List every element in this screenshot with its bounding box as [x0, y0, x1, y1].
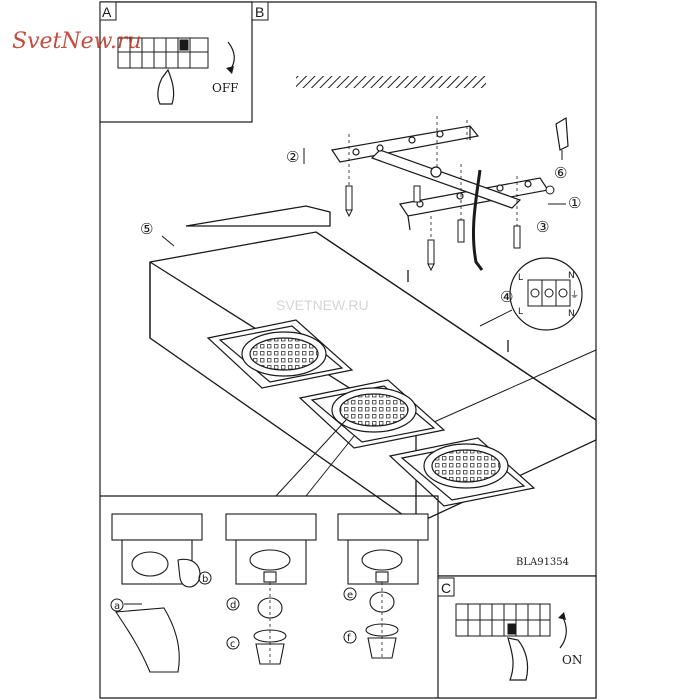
step-3-number: ③ [536, 218, 549, 236]
mounting-bracket [330, 125, 550, 231]
hand-icon [157, 68, 175, 105]
sub-step-b: b [202, 574, 208, 585]
bulb-column-3 [337, 513, 429, 659]
ceiling-hatch [296, 76, 486, 88]
breaker-block-icon [117, 37, 209, 69]
lamp-socket-1 [206, 319, 354, 389]
step-1-number: ① [568, 194, 581, 212]
panel-a-label-box [99, 1, 117, 21]
step-4-number: ④ [500, 288, 513, 306]
hand-icon [115, 607, 180, 673]
terminal-n-top: N [568, 271, 575, 281]
panel-a-switch-text: OFF [212, 81, 239, 95]
sub-step-c: c [230, 639, 236, 650]
sub-step-d: d [230, 600, 236, 611]
terminal-l-top: L [518, 273, 523, 283]
bulb-replacement-panel: a b d c e [99, 495, 597, 699]
terminal-l-bottom: L [518, 307, 523, 317]
step-5-number: ⑤ [140, 220, 153, 238]
panel-a-label: A [102, 4, 112, 20]
breaker-block-icon [455, 603, 551, 637]
sub-step-f: f [347, 633, 351, 644]
sub-step-e: e [347, 590, 353, 601]
panel-c: C ON [437, 575, 597, 699]
panel-a: A OFF [99, 1, 253, 123]
sub-step-a: a [114, 601, 120, 612]
fixture-body [149, 205, 597, 525]
panel-c-label-box [437, 577, 455, 597]
panel-c-switch-text: ON [562, 653, 582, 667]
wall-plug-icon [555, 116, 569, 151]
panel-b-label: B [255, 4, 264, 20]
terminal-block-detail: L N L N ⏚ [509, 257, 583, 331]
terminal-n-bottom: N [568, 309, 575, 319]
lamp-socket-3 [388, 437, 536, 507]
hand-icon [507, 637, 529, 681]
step-2-number: ② [286, 148, 299, 166]
model-code: BLA91354 [516, 557, 569, 568]
bulb-column-2 [225, 513, 317, 665]
callout-line-left [275, 419, 347, 497]
step-6-number: ⑥ [554, 164, 567, 182]
panel-c-label: C [441, 580, 451, 596]
detail-pointer-line [479, 309, 513, 327]
ground-symbol-icon: ⏚ [570, 290, 579, 301]
panel-b-label-box [251, 1, 269, 21]
logo-watermark: SvetNew.ru [12, 29, 142, 54]
center-watermark: SVETNEW.RU [276, 297, 369, 313]
dashed-guides [348, 116, 518, 240]
power-cable [471, 169, 484, 271]
callout-line-right [305, 435, 355, 497]
bulb-puller-icon [177, 558, 201, 588]
bulb-column-1 [111, 513, 203, 673]
